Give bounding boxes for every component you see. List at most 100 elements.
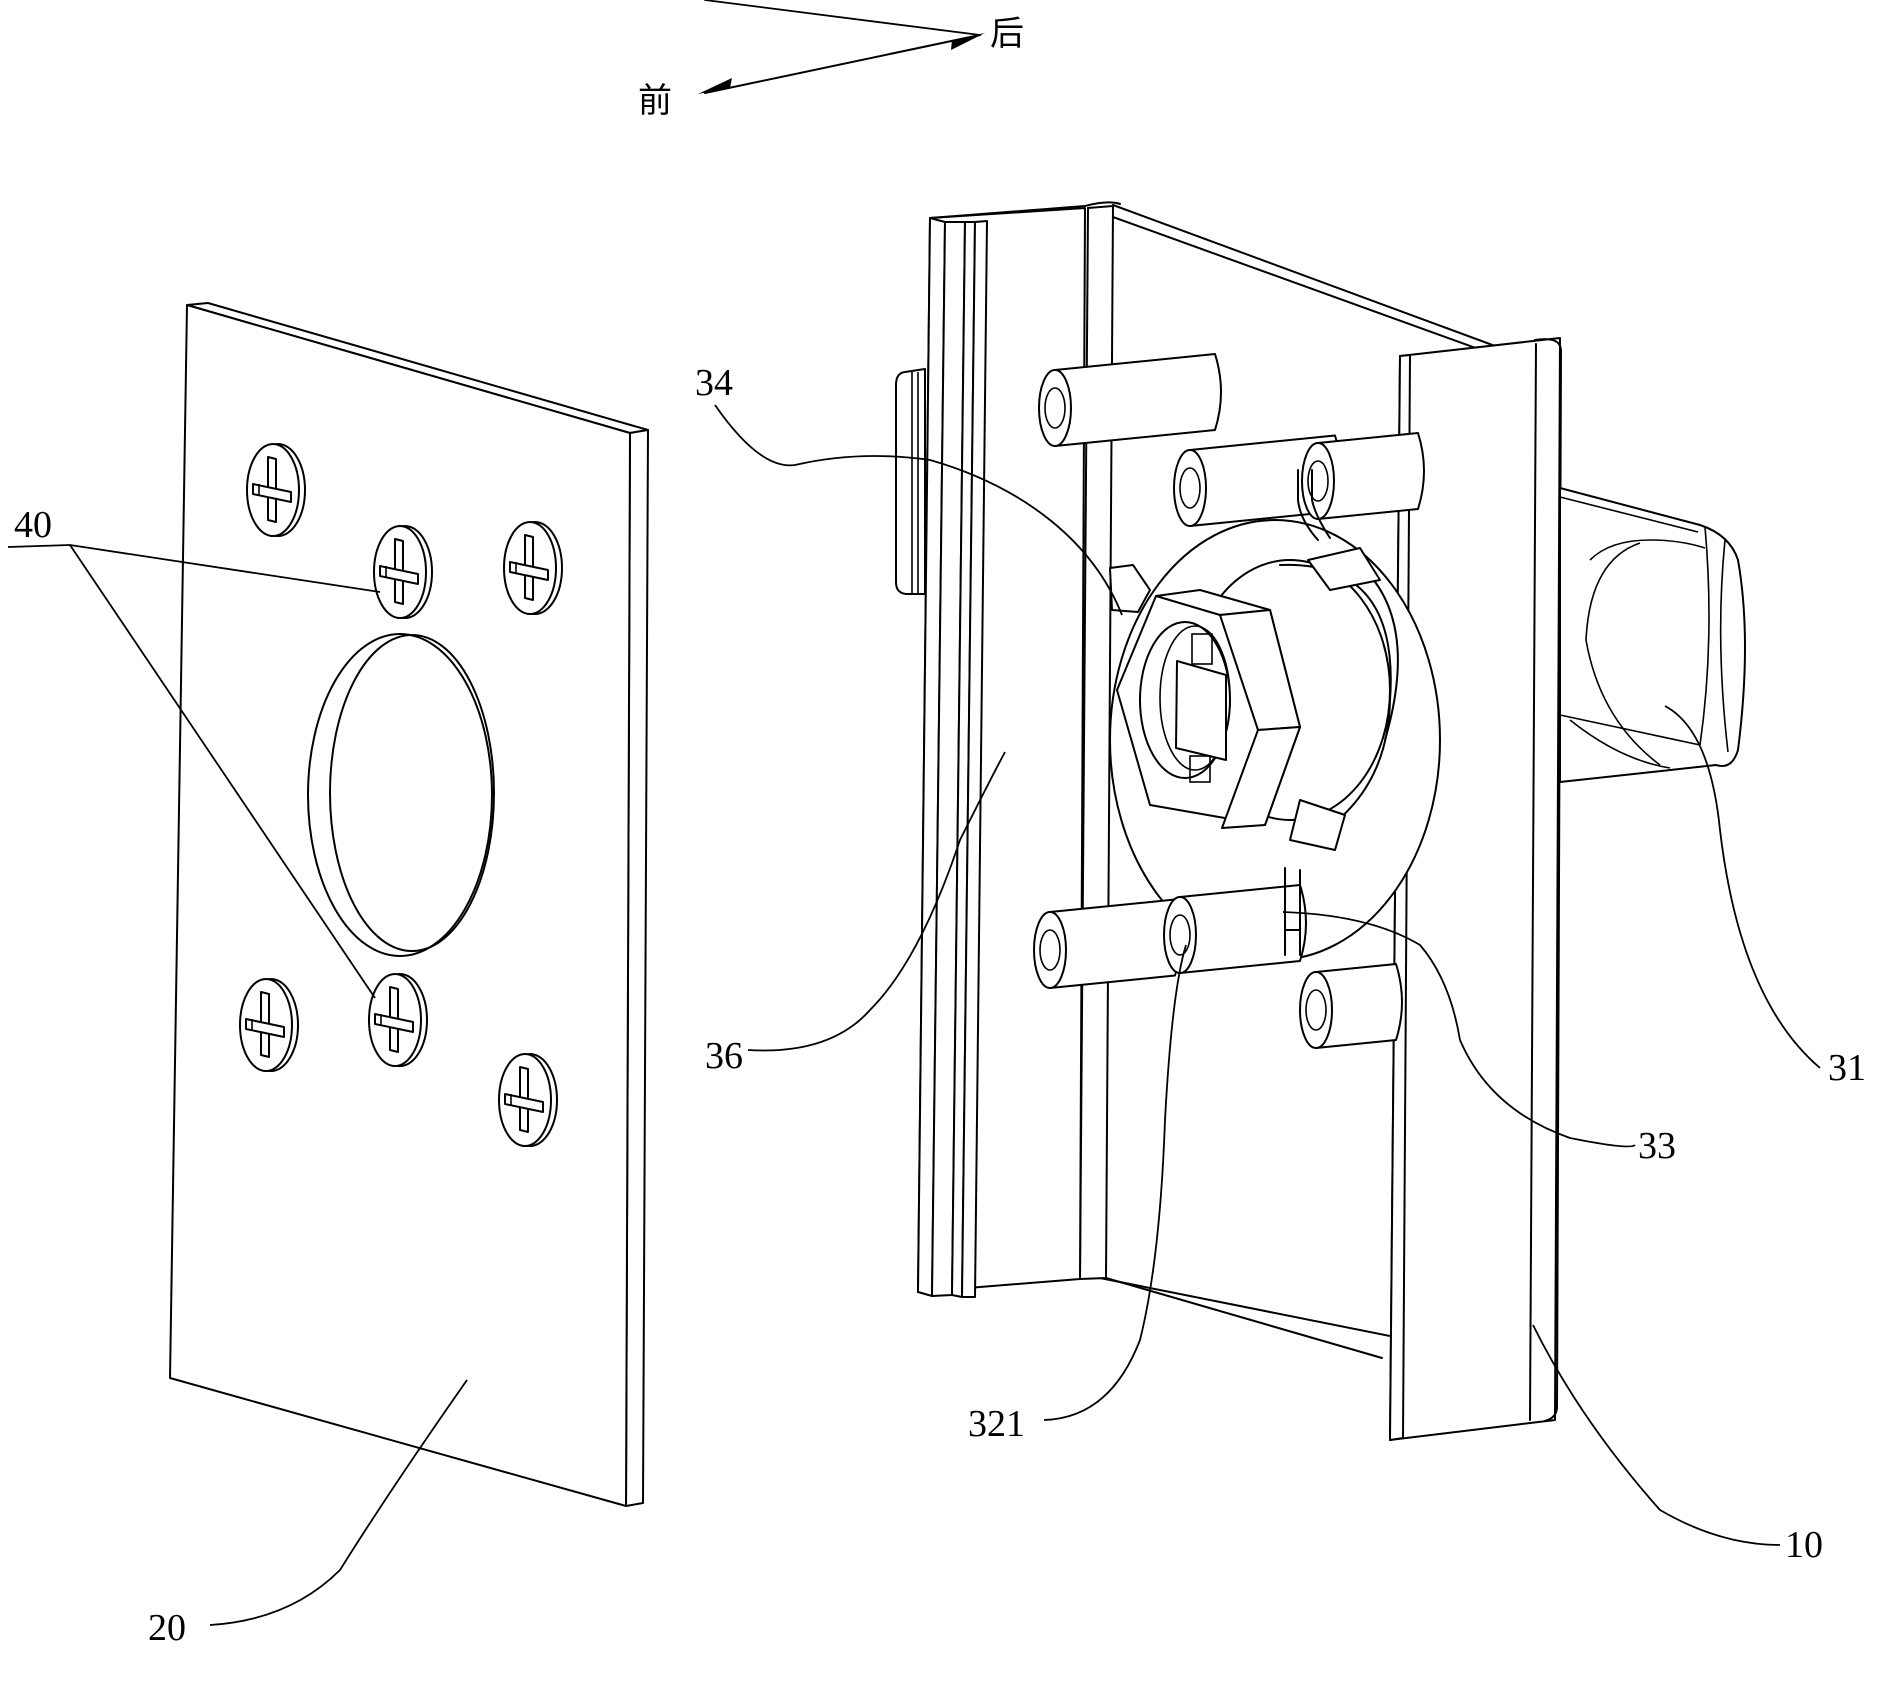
boss-end [1173, 449, 1207, 527]
cross-slot-horizontal [509, 561, 549, 581]
boss [1301, 432, 1425, 520]
ref-label-36: 36 [705, 1035, 743, 1077]
back-label: 后 [990, 14, 1024, 54]
cover-plate [169, 302, 649, 1507]
bore-key-bottom [1189, 755, 1211, 783]
direction-arrow-line [704, 34, 981, 94]
cam-ring-top-lug [1307, 547, 1381, 591]
ref-label-321: 321 [968, 1403, 1025, 1445]
screw [503, 521, 563, 615]
leader-321 [1043, 944, 1187, 1421]
leader-10 [1532, 1324, 1781, 1546]
bore-key-top [1191, 633, 1213, 665]
frame-back-tab [895, 368, 926, 595]
knob-rim-line [1559, 496, 1699, 533]
ref-label-31: 31 [1828, 1047, 1866, 1089]
cam-ring-tab [1109, 564, 1151, 613]
boss-end [1163, 896, 1197, 974]
leader-lines [7, 404, 1821, 1626]
boss [1163, 884, 1307, 974]
direction-arrow-shaft [704, 0, 981, 36]
frame-bottom-edge [1105, 1277, 1383, 1359]
ref-label-10: 10 [1785, 1524, 1823, 1566]
screw-group [239, 443, 563, 1147]
boss-end [1038, 369, 1072, 447]
boss-end [1301, 442, 1335, 520]
boss-body [1315, 963, 1403, 1049]
boss [1038, 353, 1222, 447]
frame-left-top-edge [929, 205, 1086, 219]
leader-31 [1664, 705, 1821, 1069]
frame-left-rail-4 [961, 220, 988, 1298]
boss-body [1049, 898, 1182, 989]
frame-right-flange-bend [1529, 343, 1537, 1421]
frame-right-flange-curl [1534, 338, 1562, 1422]
screw [498, 1053, 558, 1147]
boss [1173, 434, 1342, 527]
cover-plate-face [169, 304, 631, 1507]
phillips-cross-icon [379, 538, 419, 605]
knob-inner-top [1589, 539, 1706, 561]
knob-face-curve [1719, 539, 1729, 753]
phillips-cross-icon [509, 534, 549, 601]
leader-20 [209, 1379, 468, 1626]
spindle-square-hole [1175, 660, 1227, 761]
boss-group [1033, 353, 1425, 1049]
leader-40-b [69, 544, 376, 999]
phillips-cross-icon [374, 986, 414, 1053]
front-label: 前 [638, 81, 672, 121]
cross-slot-horizontal [379, 565, 419, 585]
leader-34 [714, 404, 1123, 616]
cross-slot-horizontal [374, 1013, 414, 1033]
screw [373, 525, 433, 619]
frame [895, 201, 1746, 1441]
boss [1033, 898, 1182, 989]
phillips-cross-icon [504, 1066, 544, 1133]
hex-nut [1116, 589, 1301, 829]
ref-label-33: 33 [1638, 1125, 1676, 1167]
frame-back-tab-edge [911, 372, 919, 594]
boss-body [1054, 353, 1222, 447]
arrow-head-front-icon [698, 78, 732, 94]
knob-inner-left [1585, 542, 1641, 641]
hex-nut-side-lower [1221, 726, 1301, 829]
leader-36 [747, 751, 1006, 1052]
boss-bore [1307, 460, 1329, 502]
screw [246, 443, 306, 537]
boss-bore [1305, 989, 1327, 1031]
boss-bore [1179, 467, 1201, 509]
arrow-head-back-icon [951, 33, 985, 50]
cross-slot-horizontal [245, 1018, 285, 1038]
screw [239, 978, 299, 1072]
cross-slot-horizontal [252, 483, 292, 503]
ref-label-34: 34 [695, 362, 733, 404]
frame-top-rim-corner [1084, 201, 1121, 207]
screw [368, 973, 428, 1067]
hole-outer-edge [307, 633, 493, 957]
ref-label-40: 40 [14, 504, 52, 546]
ref-label-20: 20 [148, 1607, 186, 1649]
knob-inner-bottom [1585, 639, 1661, 766]
cover-plate-hole [307, 633, 495, 957]
boss-bore [1039, 929, 1061, 971]
hex-nut-bore-inner [1159, 625, 1231, 771]
boss-bore [1044, 387, 1066, 429]
knob-body [1559, 487, 1746, 783]
boss-bore [1169, 914, 1191, 956]
knob [1559, 487, 1746, 783]
boss [1299, 963, 1403, 1049]
reference-labels: 40 34 36 321 33 31 10 20 [14, 362, 1866, 1649]
knob-lower-curve [1569, 719, 1671, 769]
spring-clip-upper-inner [1311, 469, 1331, 539]
cross-slot-horizontal [504, 1093, 544, 1113]
direction-indicator: 前 后 [638, 0, 1024, 121]
knob-lower-line [1559, 714, 1701, 746]
boss-end [1299, 971, 1333, 1049]
knob-inner-right [1699, 526, 1710, 746]
leader-33 [1282, 911, 1636, 1148]
phillips-cross-icon [252, 456, 292, 523]
spring-clip-upper [1297, 469, 1319, 541]
hole-inner-edge [329, 634, 495, 952]
boss-end [1033, 911, 1067, 989]
